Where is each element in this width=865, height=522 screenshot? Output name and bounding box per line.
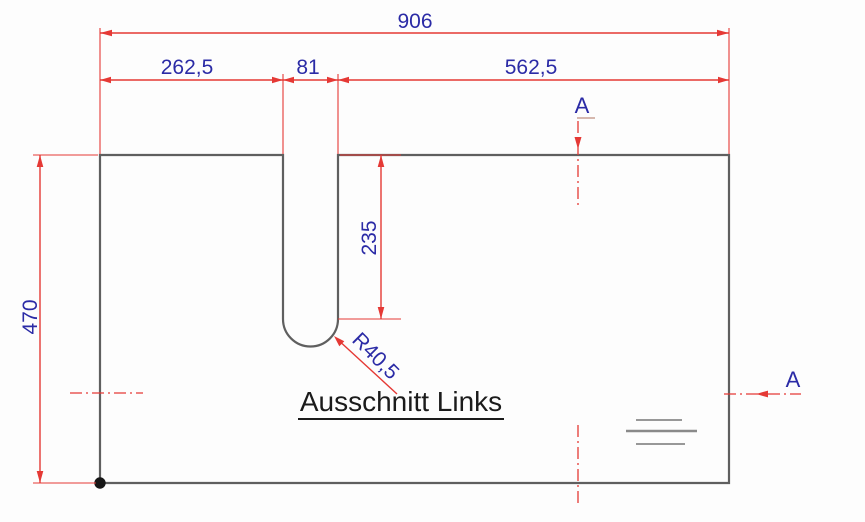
- datum-point: [94, 477, 106, 489]
- arrow-left-icon: [100, 29, 112, 37]
- arrow-left-icon: [100, 76, 111, 84]
- drawing-title: Ausschnitt Links: [300, 386, 502, 417]
- dim-label-slot-width: 81: [296, 56, 319, 79]
- dim-slot-depth: 235: [338, 154, 401, 320]
- dim-overall-height: 470: [19, 154, 98, 484]
- dim-label-right-segment: 562,5: [505, 56, 558, 79]
- dim-label-slot-depth: 235: [358, 220, 381, 255]
- arrow-upleft-icon: [334, 336, 345, 347]
- arrow-right-icon: [718, 76, 729, 84]
- arrow-right-icon: [327, 76, 338, 84]
- radius-leader-line: [335, 337, 398, 395]
- dim-segment-row: 262,5 81 562,5: [100, 56, 729, 154]
- section-line-horizontal: A: [70, 367, 801, 398]
- arrow-right-icon: [717, 29, 729, 37]
- title-block: Ausschnitt Links: [298, 386, 504, 420]
- dim-slot-radius: R40,5: [334, 328, 403, 395]
- arrow-down-icon: [36, 471, 44, 483]
- arrow-down-icon: [377, 307, 385, 319]
- dim-label-overall-width: 906: [397, 10, 432, 33]
- arrow-right-icon: [272, 76, 283, 84]
- dim-label-left-segment: 262,5: [161, 56, 214, 79]
- dim-label-overall-height: 470: [19, 299, 42, 334]
- surface-hatch-marks: [626, 419, 697, 445]
- section-label-right: A: [786, 367, 801, 392]
- dim-overall-width: 906: [99, 10, 730, 154]
- arrow-left-icon: [338, 76, 349, 84]
- part-outline: [98, 153, 731, 485]
- arrow-left-icon: [283, 76, 294, 84]
- section-label-top: A: [575, 93, 590, 118]
- arrow-up-icon: [377, 155, 385, 167]
- section-line-vertical: A: [574, 93, 595, 506]
- arrow-left-icon: [756, 390, 768, 398]
- arrow-down-icon: [574, 137, 582, 149]
- arrow-up-icon: [36, 155, 44, 167]
